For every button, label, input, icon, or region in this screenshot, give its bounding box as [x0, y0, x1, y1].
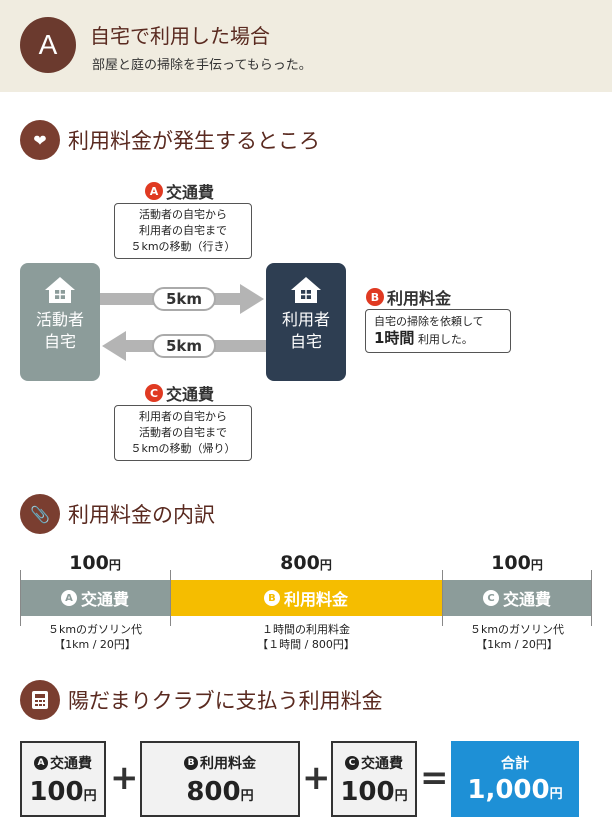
label-c-transport: C 交通費 — [145, 381, 214, 405]
note-breakdown-b: １時間の利用料金【１時間 / 800円】 — [257, 623, 355, 651]
note-breakdown-a: ５kmのガソリン代【1km / 20円】 — [47, 623, 143, 651]
section-title-fee-occurs: ❤ 利用料金が発生するところ — [20, 120, 320, 160]
plus-sign: + — [110, 758, 139, 798]
note-breakdown-c: ５kmのガソリン代【1km / 20円】 — [469, 623, 565, 651]
heart-icon: ❤ — [20, 120, 60, 160]
divider — [170, 570, 171, 626]
label-b-fee: B 利用料金 — [366, 285, 451, 309]
header-badge: A — [20, 17, 76, 73]
amount-b: 800円 — [280, 552, 332, 574]
header-subtitle: 部屋と庭の掃除を手伝ってもらった。 — [92, 58, 312, 73]
badge-a: A — [145, 182, 163, 200]
amount-c: 100円 — [491, 552, 543, 574]
equals-sign: = — [420, 758, 449, 798]
badge-b: B — [366, 288, 384, 306]
house-icon — [45, 277, 75, 303]
distance-out: 5km — [152, 287, 216, 311]
divider — [591, 570, 592, 626]
house-icon — [291, 277, 321, 303]
section-title-pay: 陽だまりクラブに支払う利用料金 — [20, 680, 383, 720]
house-user: 利用者 自宅 — [266, 263, 346, 381]
note-b: 自宅の掃除を依頼して 1時間 利用した。 — [365, 309, 511, 353]
header-banner: A 自宅で利用した場合 部屋と庭の掃除を手伝ってもらった。 — [0, 0, 612, 92]
divider — [442, 570, 443, 626]
section-title-breakdown: 📎 利用料金の内訳 — [20, 494, 215, 534]
note-c: 利用者の自宅から 活動者の自宅まで ５kmの移動（帰り） — [114, 405, 252, 461]
calculator-icon — [20, 680, 60, 720]
amount-a: 100円 — [69, 552, 121, 574]
label-a-transport: A 交通費 — [145, 179, 214, 203]
house-activist: 活動者 自宅 — [20, 263, 100, 381]
pay-total: 合計 1,000円 — [451, 741, 579, 817]
header-title: 自宅で利用した場合 — [90, 24, 270, 48]
distance-back: 5km — [152, 334, 216, 358]
paperclip-icon: 📎 — [20, 494, 60, 534]
note-a: 活動者の自宅から 利用者の自宅まで ５kmの移動（行き） — [114, 203, 252, 259]
badge-c: C — [145, 384, 163, 402]
divider — [20, 570, 21, 626]
plus-sign: + — [302, 758, 331, 798]
